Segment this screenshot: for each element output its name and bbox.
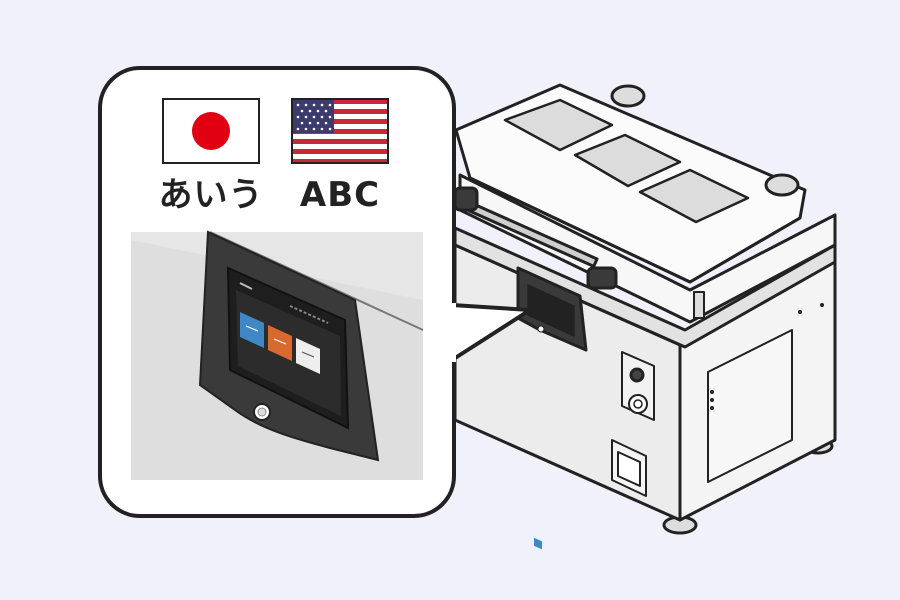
side-access-panel [707,329,793,483]
usa-flag-icon[interactable] [291,98,389,164]
lid-window-3 [638,168,750,224]
machine-touch-screen[interactable] [527,284,575,337]
control-knob[interactable] [629,367,645,383]
front-power-box-inner [617,451,641,487]
language-label-japanese[interactable]: あいう [158,175,264,215]
zoomed-control-panel [131,230,424,480]
side-vent-dots [710,303,824,410]
magnifier-callout [98,66,532,518]
language-label-english[interactable]: ABC [299,175,381,215]
machine-power-button[interactable] [537,325,545,333]
hinge-left [610,84,646,108]
japan-flag-icon[interactable] [162,98,260,164]
lid-handle-right[interactable] [586,266,618,290]
lid-clip [693,291,705,319]
screen-button-orange[interactable] [268,325,292,361]
lid-rim [469,176,801,284]
lid-window-2 [573,133,682,188]
hinge-right [764,173,800,197]
lid-window-1 [503,98,614,152]
screen-button-white[interactable] [296,338,320,374]
screen-button-blue[interactable] [240,312,264,348]
lid-handle-left[interactable] [453,186,479,212]
mini-blue-button [534,537,542,550]
